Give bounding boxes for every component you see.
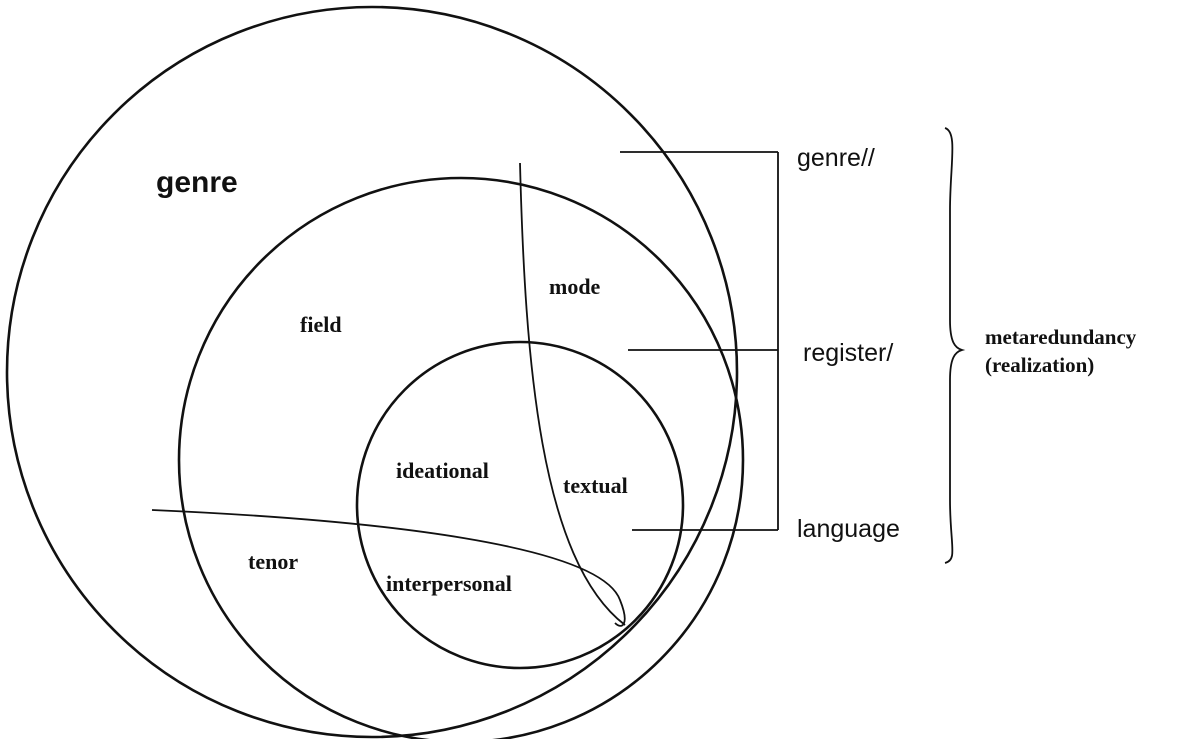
stratum-genre-label: genre// xyxy=(797,144,875,172)
tenor-divider-curve xyxy=(151,509,626,627)
genre-label: genre xyxy=(156,166,238,199)
genre-circle xyxy=(5,5,739,739)
metaredundancy-label: metaredundancy xyxy=(985,325,1137,349)
register-circle xyxy=(177,176,745,739)
ideational-label: ideational xyxy=(396,458,489,483)
mode-label: mode xyxy=(549,274,601,299)
stratum-language-label: language xyxy=(797,515,900,543)
field-label: field xyxy=(300,312,342,337)
metaredundancy-brace xyxy=(944,127,966,564)
textual-label: textual xyxy=(563,473,628,498)
stratum-register-label: register/ xyxy=(803,339,893,367)
tenor-label: tenor xyxy=(248,549,298,574)
language-circle xyxy=(355,340,685,670)
interpersonal-label: interpersonal xyxy=(386,571,512,596)
mode-divider-curve xyxy=(519,162,626,626)
realization-label: (realization) xyxy=(985,353,1094,377)
